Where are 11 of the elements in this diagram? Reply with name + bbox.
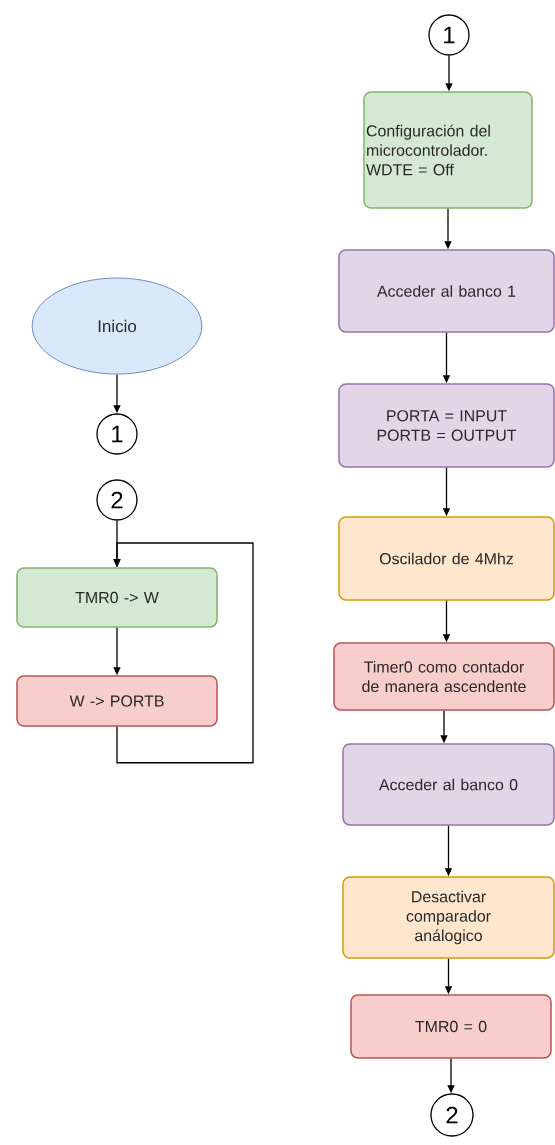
process-box: TMR0 = 0 <box>350 994 552 1059</box>
process-box: Desactivar comparador análogico <box>342 876 555 959</box>
arrow <box>113 542 254 764</box>
process-box: Timer0 como contador de manera ascendente <box>333 642 555 711</box>
process-box: Acceder al banco 0 <box>342 743 555 826</box>
process-box: Configuración del microcontrolador. WDTE = Off <box>363 91 533 209</box>
process-box: Oscilador de 4Mhz <box>338 516 555 601</box>
process-box: TMR0 -> W <box>16 567 218 628</box>
process-box: W -> PORTB <box>16 675 218 727</box>
process-box: Acceder al banco 1 <box>338 249 555 333</box>
process-box: PORTA = INPUT PORTB = OUTPUT <box>338 383 555 468</box>
